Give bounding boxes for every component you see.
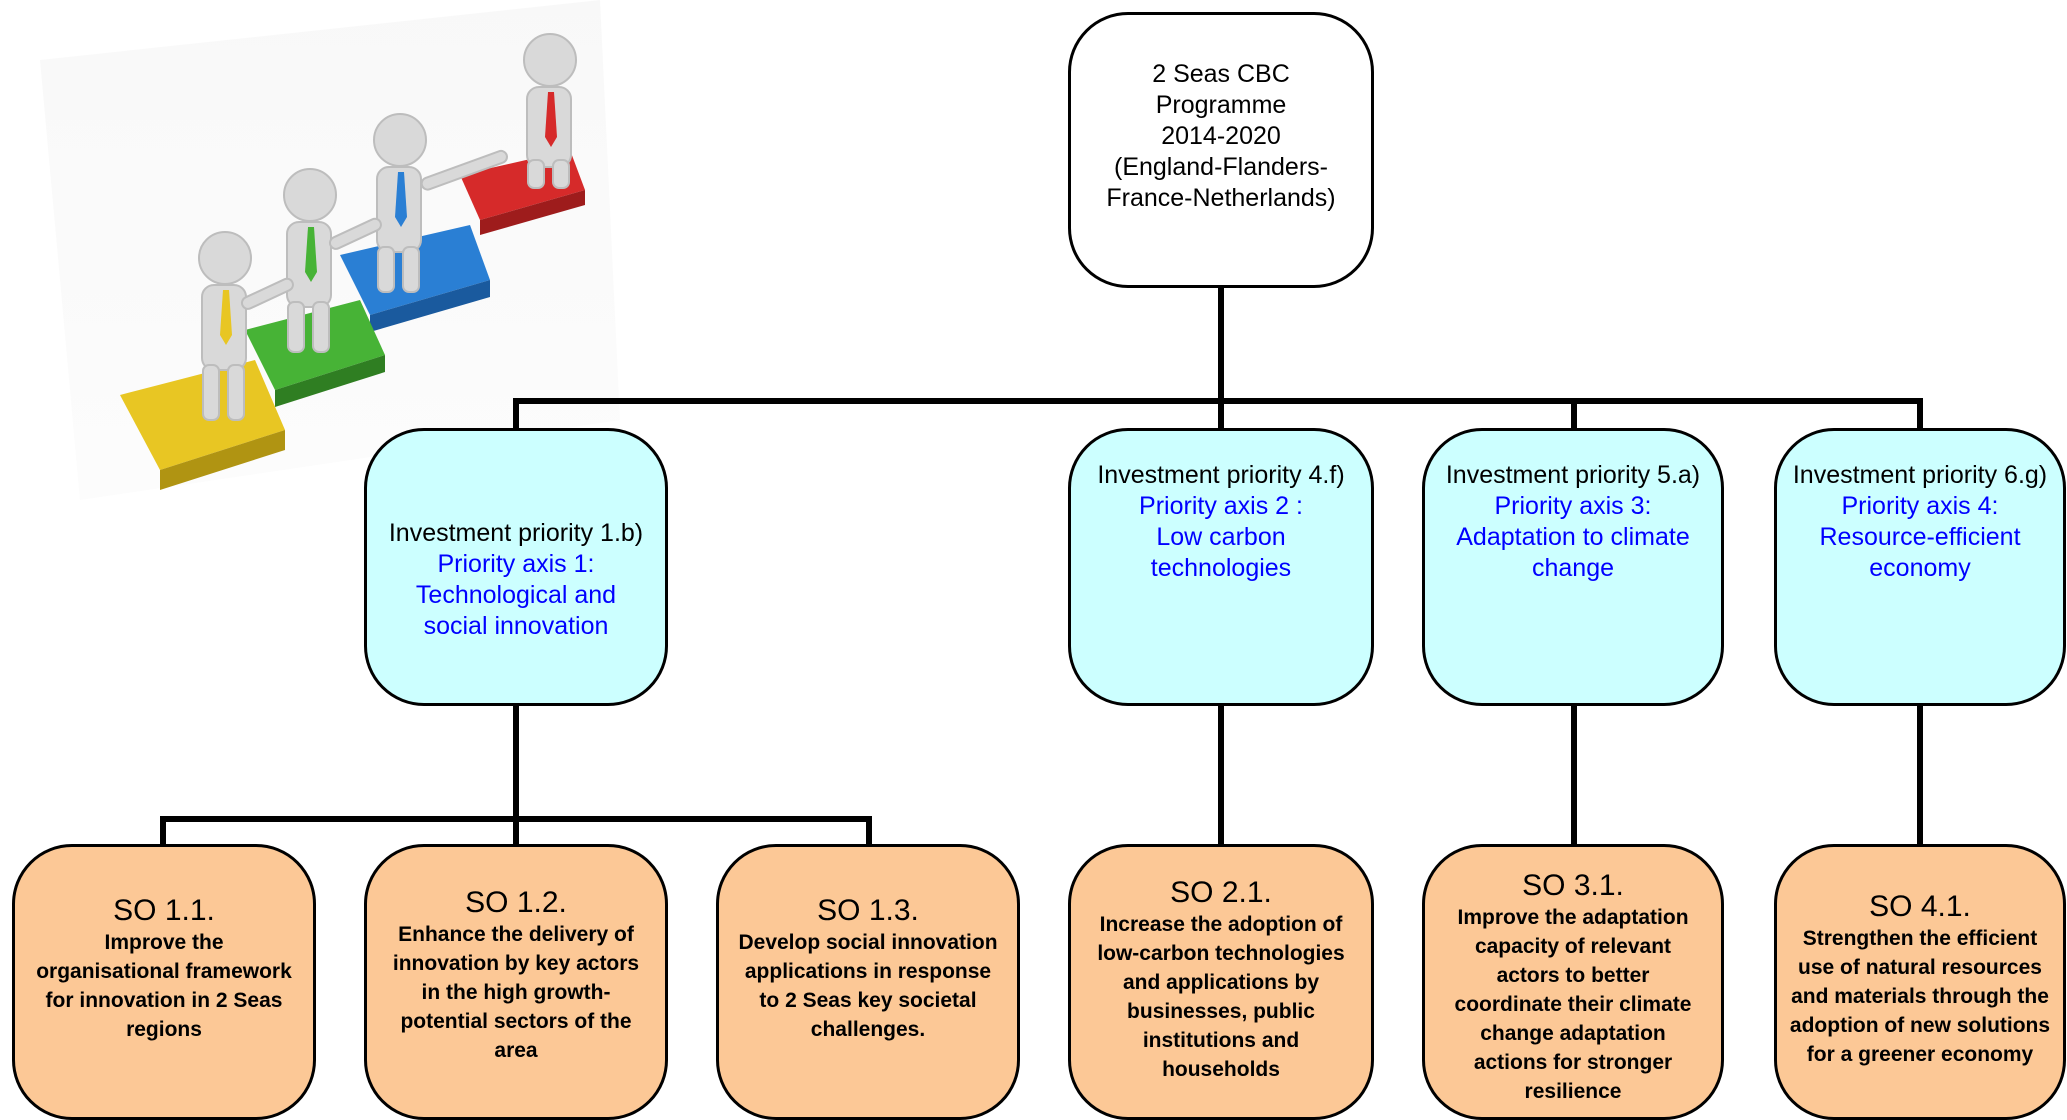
root-line-5: France-Netherlands) xyxy=(1106,183,1336,212)
priority-axis-line: Resource-efficient xyxy=(1819,523,2021,551)
priority-axis-line: Priority axis 3: xyxy=(1494,492,1652,520)
specific-objective-line: low-carbon technologies xyxy=(1097,942,1345,965)
specific-objective-node-1-3: SO 1.3. Develop social innovation applic… xyxy=(716,844,1020,1120)
connector-to-ip3 xyxy=(1571,398,1577,430)
specific-objective-line: to 2 Seas key societal xyxy=(759,989,977,1012)
investment-priority-label: Investment priority 1.b) xyxy=(388,519,644,547)
specific-objective-line: capacity of relevant xyxy=(1474,934,1672,958)
specific-objective-line: Develop social innovation xyxy=(738,931,998,954)
specific-objective-title: SO 1.3. xyxy=(817,894,919,927)
specific-objective-line: applications in response xyxy=(744,960,992,983)
specific-objective-line: regions xyxy=(126,1018,202,1041)
specific-objective-line: actors to better xyxy=(1496,963,1650,987)
priority-axis-line: Priority axis 1: xyxy=(437,550,595,578)
connector-to-so11 xyxy=(160,816,166,846)
specific-objective-node-3-1: SO 3.1. Improve the adaptation capacity … xyxy=(1422,844,1724,1120)
specific-objective-line: businesses, public xyxy=(1127,1000,1315,1023)
investment-priority-node-3: Investment priority 5.a) Priority axis 3… xyxy=(1422,428,1724,706)
specific-objective-line: and applications by xyxy=(1122,971,1320,994)
connector-ip1-down xyxy=(513,706,519,819)
specific-objective-title: SO 2.1. xyxy=(1170,876,1272,909)
priority-axis-line: change xyxy=(1531,554,1615,582)
specific-objective-line: in the high growth- xyxy=(421,980,611,1004)
investment-priority-label: Investment priority 4.f) xyxy=(1097,461,1345,489)
root-line-2: Programme xyxy=(1155,90,1287,119)
specific-objective-line: Enhance the delivery of xyxy=(398,922,634,946)
priority-axis-line: technologies xyxy=(1150,554,1292,582)
programme-root-node: 2 Seas CBC Programme 2014-2020 (England-… xyxy=(1068,12,1374,288)
specific-objective-line: Strengthen the efficient xyxy=(1802,926,2038,950)
specific-objective-line: Improve the adaptation xyxy=(1457,905,1689,929)
specific-objective-line: actions for stronger xyxy=(1473,1050,1673,1074)
priority-axis-line: economy xyxy=(1869,554,1971,582)
specific-objective-line: area xyxy=(494,1038,538,1062)
connector-ip3-to-so31 xyxy=(1571,706,1577,846)
specific-objective-line: use of natural resources xyxy=(1798,955,2042,979)
specific-objective-node-2-1: SO 2.1. Increase the adoption of low-car… xyxy=(1068,844,1374,1120)
connector-to-so13 xyxy=(866,816,872,846)
specific-objective-title: SO 4.1. xyxy=(1869,889,1971,923)
specific-objective-title: SO 3.1. xyxy=(1522,868,1624,902)
root-line-1: 2 Seas CBC xyxy=(1152,59,1290,88)
connector-to-ip4 xyxy=(1917,398,1923,430)
connector-ip4-to-so41 xyxy=(1917,706,1923,846)
investment-priority-label: Investment priority 6.g) xyxy=(1792,461,2048,489)
investment-priority-node-2: Investment priority 4.f) Priority axis 2… xyxy=(1068,428,1374,706)
connector-to-ip2 xyxy=(1218,398,1224,430)
investment-priority-node-4: Investment priority 6.g) Priority axis 4… xyxy=(1774,428,2066,706)
specific-objective-line: challenges. xyxy=(810,1018,926,1041)
specific-objective-node-1-1: SO 1.1. Improve the organisational frame… xyxy=(12,844,316,1120)
specific-objective-line: institutions and xyxy=(1142,1029,1300,1052)
specific-objective-line: potential sectors of the xyxy=(400,1009,632,1033)
specific-objective-line: Increase the adoption of xyxy=(1099,913,1343,936)
connector-to-so12 xyxy=(513,816,519,846)
connector-ip2-to-so21 xyxy=(1218,706,1224,846)
specific-objective-line: resilience xyxy=(1524,1079,1622,1103)
specific-objective-title: SO 1.1. xyxy=(113,894,215,927)
specific-objective-line: innovation by key actors xyxy=(392,951,640,975)
specific-objective-line: for a greener economy xyxy=(1806,1042,2034,1066)
priority-axis-line: Adaptation to climate xyxy=(1456,523,1690,551)
priority-axis-line: Priority axis 4: xyxy=(1841,492,1999,520)
investment-priority-node-1: Investment priority 1.b) Priority axis 1… xyxy=(364,428,668,706)
specific-objective-line: and materials through the xyxy=(1791,984,2049,1008)
priority-axis-line: social innovation xyxy=(423,612,609,640)
priority-axis-line: Priority axis 2 : xyxy=(1139,492,1303,520)
connector-root-down xyxy=(1218,288,1224,401)
specific-objective-node-1-2: SO 1.2. Enhance the delivery of innovati… xyxy=(364,844,668,1120)
specific-objective-line: households xyxy=(1162,1058,1280,1081)
specific-objective-node-4-1: SO 4.1. Strengthen the efficient use of … xyxy=(1774,844,2066,1120)
specific-objective-line: Improve the xyxy=(104,931,224,954)
specific-objective-line: adoption of new solutions xyxy=(1789,1013,2051,1037)
specific-objective-line: change adaptation xyxy=(1480,1021,1666,1045)
root-line-4: (England-Flanders- xyxy=(1114,152,1328,181)
root-line-3: 2014-2020 xyxy=(1161,121,1281,150)
connector-to-ip1 xyxy=(513,398,519,430)
people-on-puzzle-pieces-image xyxy=(40,0,620,500)
specific-objective-line: coordinate their climate xyxy=(1454,992,1692,1016)
specific-objective-line: for innovation in 2 Seas xyxy=(45,989,283,1012)
priority-axis-line: Low carbon xyxy=(1156,523,1286,551)
priority-axis-line: Technological and xyxy=(415,581,617,609)
investment-priority-label: Investment priority 5.a) xyxy=(1445,461,1701,489)
specific-objective-title: SO 1.2. xyxy=(465,885,567,919)
specific-objective-line: organisational framework xyxy=(36,960,292,983)
